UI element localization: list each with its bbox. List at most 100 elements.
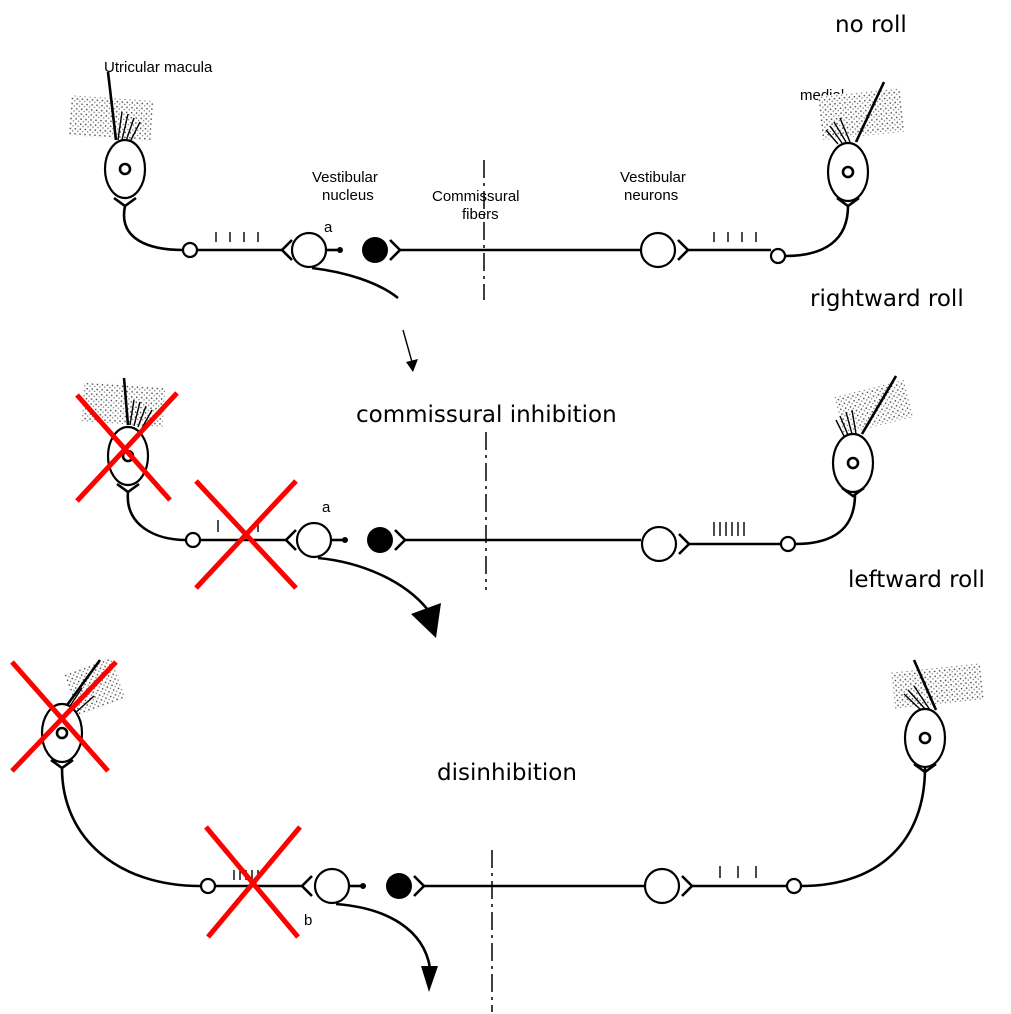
label-vestibular-neurons-2: neurons (624, 187, 678, 204)
label-vestibular-nucleus-1: Vestibular (312, 169, 378, 186)
output-fiber-3 (335, 902, 432, 969)
right-hair-cell-nucleus-2 (846, 456, 860, 470)
inhibitory-terminal-2 (342, 537, 348, 543)
right-macula-patch (817, 87, 905, 141)
right-synapse-arrow (677, 239, 690, 261)
left-spike-train (215, 232, 259, 242)
left-afferent-fiber-2 (126, 491, 187, 542)
left-afferent-ending (181, 241, 199, 259)
right-stereocilia-2 (835, 409, 857, 437)
right-afferent-ending-2 (779, 535, 797, 553)
left-hair-cell-nucleus-3 (55, 726, 69, 740)
right-synapse-arrow-2 (678, 533, 691, 555)
label-vestibular-neurons-1: Vestibular (620, 169, 686, 186)
right-spike-train-3 (719, 866, 757, 878)
right-hair-cell (817, 81, 905, 208)
right-macula-patch-2 (834, 379, 914, 435)
label-neuron-a-middle: a (322, 499, 331, 516)
inhibitory-interneuron-2 (367, 527, 393, 553)
left-afferent-ending-3 (199, 877, 217, 895)
inhibitory-interneuron-3 (386, 873, 412, 899)
right-hair-cell-synapse-3 (913, 762, 937, 774)
output-fiber-2 (317, 556, 430, 611)
label-no-roll: no roll (835, 12, 907, 38)
vestibular-nucleus-neuron-b (313, 867, 351, 905)
left-hair-cell-synapse (113, 196, 137, 208)
label-rightward-roll: rightward roll (810, 286, 964, 312)
right-afferent-ending (769, 247, 787, 265)
right-stereocilia (825, 117, 851, 145)
right-macula-patch-3 (890, 663, 984, 709)
right-vestibular-neuron-3 (643, 867, 681, 905)
left-hair-cell-body-3 (40, 702, 84, 764)
panel-leftward-roll: disinhibition b (10, 656, 984, 1012)
label-disinhibition: disinhibition (437, 760, 577, 786)
output-arrowhead-3 (421, 966, 438, 992)
inhibitory-terminal-3 (360, 883, 366, 889)
right-hair-cell-nucleus (841, 165, 855, 179)
label-utricular-macula: Utricular macula (104, 59, 213, 76)
right-hair-cell-body (826, 141, 870, 203)
right-kinocilium-3 (912, 659, 938, 711)
interneuron-synapse-2 (394, 529, 407, 551)
left-kinocilium-3 (60, 659, 102, 713)
label-neuron-b: b (304, 912, 312, 929)
right-afferent-ending-3 (785, 877, 803, 895)
left-afferent-fiber-3 (60, 767, 201, 888)
left-stereocilia (117, 111, 141, 143)
inhibitory-interneuron (362, 237, 388, 263)
connector-arrow-line (402, 329, 413, 363)
right-hair-cell-synapse-2 (841, 486, 865, 498)
left-synapse-arrow-3 (300, 875, 313, 897)
panel-rightward-roll: commissural inhibition a (75, 375, 914, 638)
connector-arrowhead (406, 359, 418, 372)
left-afferent-fiber (122, 205, 184, 252)
cross-left-hair-cell-3 (10, 660, 118, 773)
label-vestibular-nucleus-2: nucleus (322, 187, 374, 204)
panel-no-roll: no roll Utricular macula medial a (68, 12, 907, 300)
right-vestibular-neuron (639, 231, 677, 269)
left-kinocilium-2 (122, 377, 130, 426)
left-afferent-ending-2 (184, 531, 202, 549)
label-commissural-fibers-1: Commissural (432, 188, 520, 205)
output-arrowhead-2 (411, 603, 441, 638)
right-hair-cell-3 (890, 659, 984, 774)
vestibular-nucleus-neuron-a-2 (295, 521, 333, 559)
left-hair-cell-2 (80, 377, 166, 494)
right-stereocilia-3 (903, 685, 931, 712)
inhibitory-terminal (337, 247, 343, 253)
cross-left-afferent-3 (204, 825, 302, 939)
right-hair-cell-2 (831, 375, 914, 498)
right-afferent-fiber-2 (794, 493, 857, 546)
right-afferent-fiber-3 (800, 767, 927, 888)
output-fiber (311, 266, 399, 300)
right-afferent-fiber (784, 205, 850, 258)
right-kinocilium-2 (860, 375, 898, 435)
cross-left-afferent-2 (194, 479, 298, 590)
left-synapse-arrow (280, 239, 293, 261)
right-spike-train (713, 232, 757, 242)
right-spike-train-2 (713, 522, 745, 536)
label-commissural-inhibition: commissural inhibition (356, 402, 617, 428)
interneuron-synapse-3 (413, 875, 426, 897)
right-hair-cell-body-3 (903, 707, 947, 769)
right-kinocilium (854, 81, 886, 143)
right-hair-cell-nucleus-3 (918, 731, 932, 745)
left-hair-cell (68, 71, 154, 208)
left-kinocilium (106, 71, 118, 141)
right-vestibular-neuron-2 (640, 525, 678, 563)
label-neuron-a-top: a (324, 219, 333, 236)
label-leftward-roll: leftward roll (848, 567, 985, 593)
right-synapse-arrow-3 (681, 875, 694, 897)
label-commissural-fibers-2: fibers (462, 206, 499, 223)
cross-left-hair-cell-2 (75, 391, 179, 503)
right-hair-cell-synapse (836, 196, 860, 208)
left-macula-patch (68, 95, 154, 141)
left-stereocilia-2 (129, 399, 153, 429)
left-macula-patch-2 (80, 381, 166, 427)
left-hair-cell-nucleus (118, 162, 132, 176)
interneuron-synapse (389, 239, 402, 261)
right-hair-cell-body-2 (831, 432, 875, 494)
left-synapse-arrow-2 (284, 529, 297, 551)
